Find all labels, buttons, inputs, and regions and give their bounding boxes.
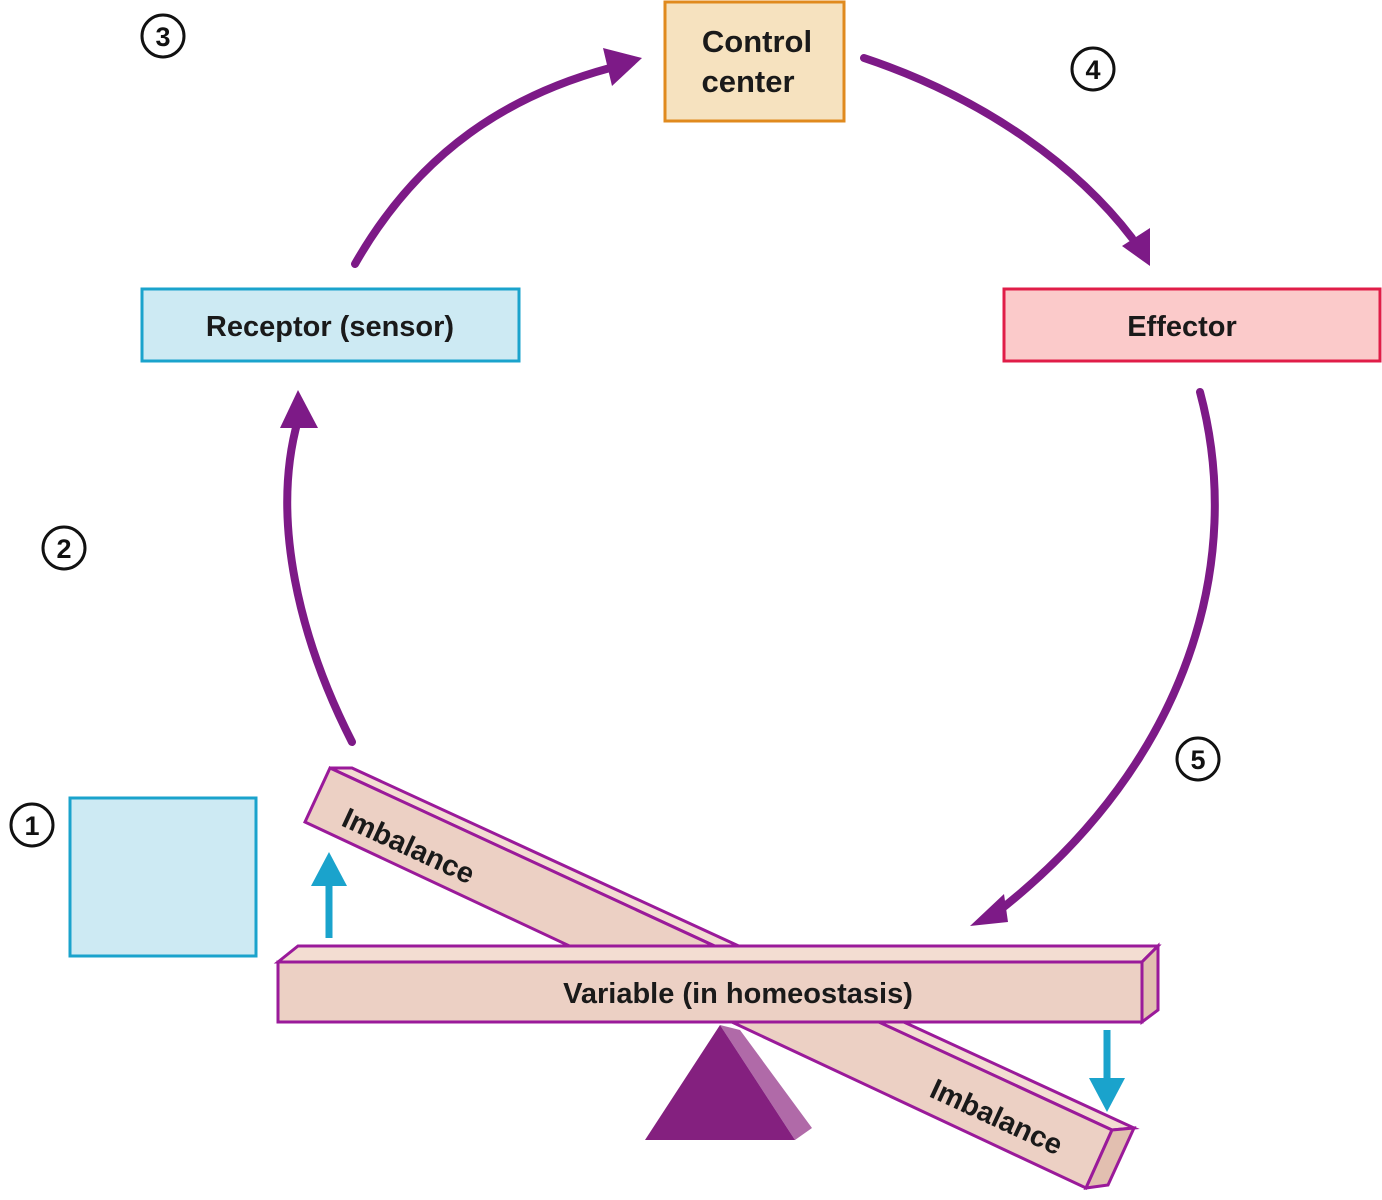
arrow-imbalance-to-receptor	[280, 390, 356, 746]
step-5-badge: 5	[1175, 736, 1221, 782]
arrow-receptor-to-control	[351, 48, 642, 268]
variable-beam: Variable (in homeostasis)	[273, 942, 1162, 1025]
arrow-control-to-effector	[860, 54, 1150, 266]
variable-label: Variable (in homeostasis)	[563, 978, 913, 1010]
stimulus-box	[68, 796, 258, 958]
effector-label: Effector	[1127, 311, 1237, 343]
step-2-number: 2	[56, 534, 71, 564]
receptor-label: Receptor (sensor)	[206, 311, 454, 343]
step-4-number: 4	[1085, 55, 1100, 85]
control-center-label-line2: center	[701, 64, 794, 99]
step-2-badge: 2	[41, 525, 87, 571]
receptor-box: Receptor (sensor)	[140, 287, 521, 363]
step-1-badge: 1	[9, 802, 55, 848]
step-4-badge: 4	[1070, 46, 1116, 92]
step-3-number: 3	[155, 22, 170, 52]
fulcrum	[645, 1025, 812, 1140]
blue-arrow-down	[1089, 1030, 1125, 1112]
step-5-number: 5	[1190, 745, 1205, 775]
effector-box: Effector	[1002, 287, 1382, 363]
arrow-effector-to-variable	[970, 388, 1219, 926]
control-center-label-line1: Control	[702, 24, 812, 59]
control-center-box: Control center	[663, 0, 846, 123]
step-3-badge: 3	[140, 13, 186, 59]
blue-arrow-up	[311, 852, 347, 938]
step-1-number: 1	[24, 811, 39, 841]
